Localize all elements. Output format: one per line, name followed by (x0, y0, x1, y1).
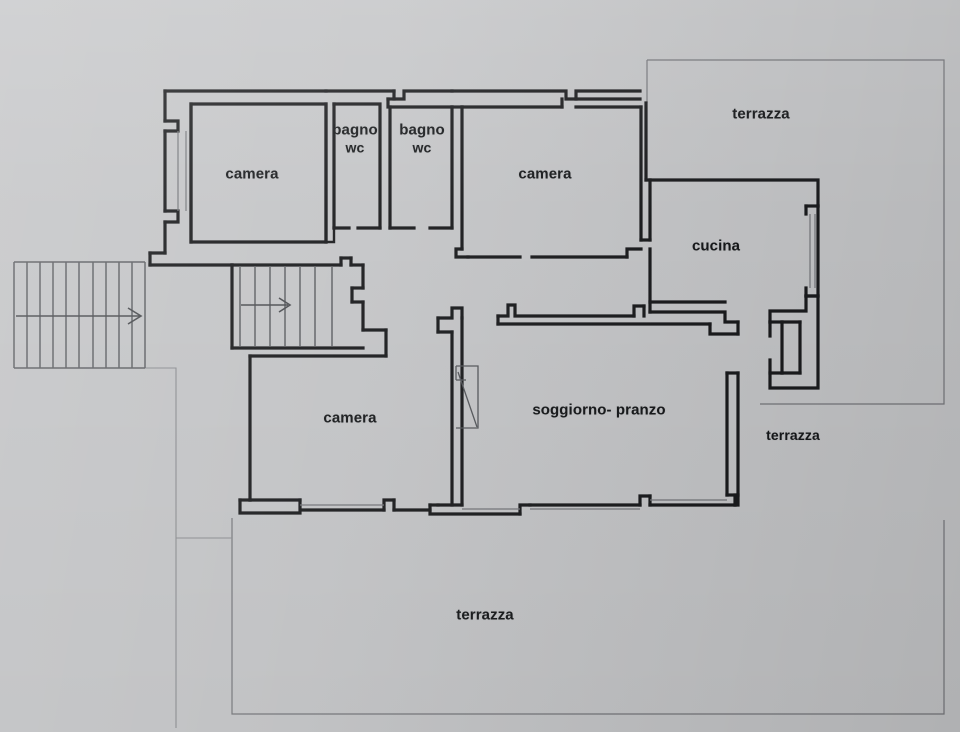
lower-left-block-outline (14, 367, 232, 728)
room-label-bagno-2-main: bagno (399, 121, 445, 139)
room-label-terrazza-bottom: terrazza (456, 606, 514, 624)
room-label-bagno-wc-2: bagno wc (399, 122, 445, 157)
stair-left (13, 261, 146, 369)
wall-inner-stair-right (230, 263, 365, 350)
wall-top-left-block (148, 89, 328, 267)
wall-soggiorno-partition (496, 303, 740, 336)
stair-inner (239, 266, 333, 346)
room-label-bagno-wc-1: bagno wc (332, 122, 378, 157)
room-label-camera-3: camera (323, 409, 377, 427)
room-label-soggiorno-pranzo: soggiorno- pranzo (532, 401, 666, 419)
window-cucina-right (809, 214, 816, 288)
room-bagno-2-walls (388, 105, 454, 230)
room-label-bagno-1-sub: wc (345, 139, 365, 156)
wall-right-of-camera-2 (644, 101, 652, 182)
wall-central-divider (392, 306, 532, 516)
room-label-bagno-2-sub: wc (412, 139, 432, 156)
windows-bottom-wall (300, 499, 727, 510)
room-label-camera-2: camera (518, 165, 572, 183)
room-bagno-1-walls (324, 89, 396, 244)
room-label-terrazza-right: terrazza (766, 427, 820, 444)
window-camera-1-left (177, 131, 187, 211)
room-camera-3-walls (238, 354, 396, 515)
room-cucina-walls (648, 178, 820, 324)
service-block-lower-right (768, 294, 820, 390)
door-camera-3 (455, 365, 479, 429)
room-label-cucina: cucina (691, 237, 741, 255)
room-label-camera-1: camera (225, 165, 279, 183)
room-label-terrazza-top: terrazza (732, 105, 790, 123)
wall-top-bagno-2 (386, 89, 454, 109)
terrazza-top-right-outline (646, 59, 945, 405)
room-soggiorno-walls (528, 371, 740, 507)
wall-corridor-top (148, 256, 388, 358)
terrazza-bottom-outline (231, 518, 945, 715)
room-label-bagno-1-main: bagno (332, 121, 378, 139)
